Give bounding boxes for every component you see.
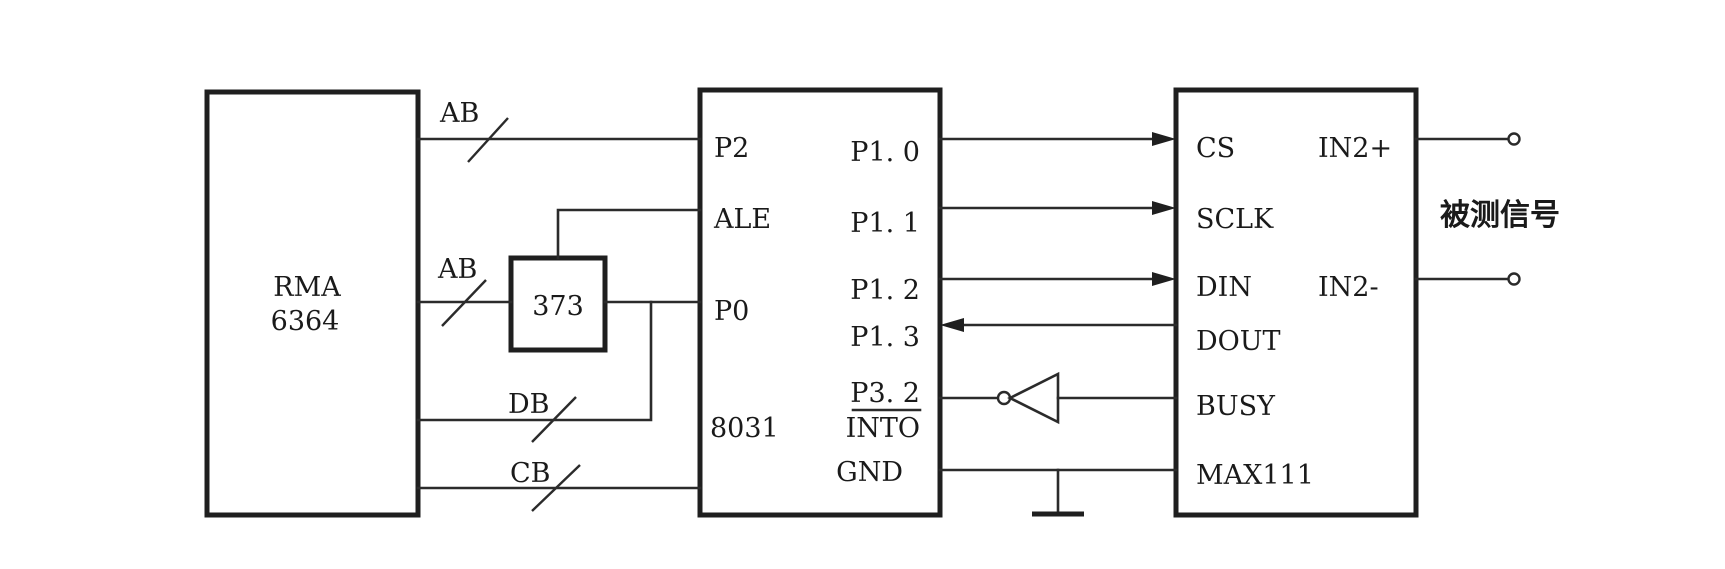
- mcu-pin-p2: P2: [714, 133, 749, 164]
- measured-signal-label: 被测信号: [1440, 198, 1560, 233]
- mcu-pin-gnd: GND: [836, 457, 903, 488]
- mcu-pin-p3-2: P3. 2: [850, 378, 920, 409]
- mcu-pin-p1-0: P1. 0: [850, 137, 920, 168]
- mcu-name: 8031: [710, 413, 779, 444]
- adc-chip-body: [1173, 87, 1419, 518]
- inverter-triangle: [1007, 371, 1060, 425]
- arrow-cs: [1152, 132, 1176, 146]
- adc-pin-busy: BUSY: [1196, 391, 1276, 422]
- mcu-chip-body: [697, 87, 943, 518]
- wire-dout: [940, 318, 1178, 332]
- bus-ab-top: AB: [416, 98, 702, 163]
- ram-chip-label-line1: RMA: [273, 272, 341, 303]
- adc-pin-in2-pos: IN2+: [1318, 133, 1392, 164]
- wire-cs: [938, 132, 1176, 146]
- adc-pin-cs: CS: [1196, 133, 1235, 164]
- arrow-dout: [940, 318, 964, 332]
- adc-pin-din: DIN: [1196, 272, 1252, 303]
- bus-cb-label: CB: [510, 458, 551, 489]
- mcu-pin-p0: P0: [714, 296, 749, 327]
- bus-ab-lower-label: AB: [437, 254, 477, 285]
- mcu-pin-p1-2: P1. 2: [850, 275, 920, 306]
- bus-cb-slash: [531, 464, 581, 512]
- mcu-pin-p1-3: P1. 3: [850, 322, 920, 353]
- ram-chip-body: [204, 89, 421, 518]
- wire-busy: [938, 371, 1178, 425]
- bus-cb: CB: [416, 458, 702, 512]
- bus-ab-top-label: AB: [439, 98, 479, 129]
- wire-gnd: [938, 468, 1178, 517]
- input-terminal-neg: [1414, 272, 1521, 286]
- latch-373-label: 373: [532, 291, 584, 322]
- terminal-neg-icon: [1507, 272, 1521, 286]
- adc-name: MAX111: [1196, 460, 1314, 491]
- adc-pin-in2-neg: IN2-: [1318, 272, 1379, 303]
- terminal-pos-icon: [1507, 132, 1521, 146]
- latch-373: 373: [508, 255, 608, 353]
- ale-wire: [556, 208, 702, 260]
- bus-ab-lower: AB: [416, 254, 513, 327]
- ram-chip-label-line2: 6364: [271, 306, 340, 337]
- arrow-sclk: [1152, 201, 1176, 215]
- mcu-pin-p1-1: P1. 1: [850, 208, 920, 239]
- arrow-din: [1152, 272, 1176, 286]
- mcu-pin-ale: ALE: [713, 204, 771, 235]
- adc-pin-dout: DOUT: [1196, 326, 1281, 357]
- bus-db-line: [416, 300, 653, 422]
- mcu-chip: P2 ALE P0 8031 P1. 0 P1. 1 P1. 2 P1. 3 P…: [697, 87, 943, 518]
- ram-chip: RMA 6364: [204, 89, 421, 518]
- adc-pin-sclk: SCLK: [1196, 204, 1274, 235]
- bus-db: DB: [416, 300, 653, 443]
- input-terminal-pos: [1414, 132, 1521, 146]
- bus-ab-top-slash: [467, 117, 509, 163]
- bus-ab-lower-slash: [441, 279, 487, 327]
- bus-db-slash: [531, 396, 577, 443]
- wire-sclk: [938, 201, 1176, 215]
- wire-din: [938, 272, 1176, 286]
- adc-chip: CS SCLK DIN DOUT BUSY MAX111 IN2+ IN2-: [1173, 87, 1419, 518]
- mcu-pin-int0: INTO: [846, 413, 920, 444]
- bus-db-label: DB: [508, 389, 550, 420]
